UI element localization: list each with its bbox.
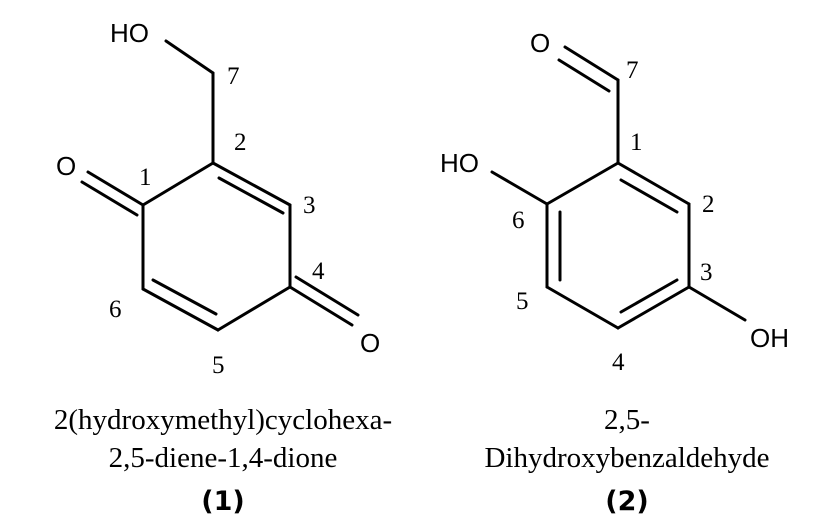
bond-c4-c5: [545, 285, 620, 330]
m1-name-line1: 2(hydroxymethyl)cyclohexa-: [54, 404, 392, 436]
bond-c7-o-double: [557, 58, 611, 93]
m2-atom-o-aldehyde: O: [530, 28, 550, 58]
m1-locant-6: 6: [109, 296, 122, 323]
m2-name-line1: 2,5-: [604, 404, 650, 436]
m1-id-label: (1): [201, 486, 244, 517]
bond-c2-c3-double: [217, 176, 285, 215]
bond-c6-c1: [545, 161, 620, 206]
bond-c4-o4: [288, 285, 354, 327]
m2-locant-1: 1: [630, 129, 643, 156]
molecule-1-structure: [80, 39, 360, 332]
bond-c7-o: [563, 45, 620, 82]
bond-c4-c5: [216, 285, 292, 332]
bond-c2-c3: [211, 161, 292, 207]
bond-c3-c4-double: [619, 278, 679, 314]
bond-c1-c2-double: [619, 178, 679, 214]
m2-name-line2: Dihydroxybenzaldehyde: [484, 442, 769, 474]
m1-atom-ho: HO: [110, 18, 149, 48]
bond-c3-c4: [616, 285, 691, 330]
m2-id-label: (2): [605, 486, 648, 517]
bond-c4-o4-double: [294, 275, 360, 317]
m2-locant-6: 6: [512, 207, 525, 234]
bond-c3-oh: [687, 285, 747, 322]
bond-c6-oh: [490, 170, 549, 206]
bond-c5-c6-double: [151, 278, 218, 316]
m1-name-line2: 2,5-diene-1,4-dione: [109, 442, 338, 474]
m1-locant-2: 2: [234, 129, 247, 156]
bond-c5-c6: [141, 287, 220, 332]
m1-locant-1: 1: [139, 164, 152, 191]
m2-locant-7: 7: [626, 57, 639, 84]
m2-atom-oh: OH: [750, 323, 789, 353]
m2-atom-ho: HO: [440, 148, 479, 178]
bond-c1-o1-double: [80, 180, 139, 217]
bond-c7-oh: [164, 39, 215, 75]
m1-locant-4: 4: [312, 258, 325, 285]
m2-locant-4: 4: [612, 349, 625, 376]
molecule-2-structure: [490, 45, 747, 330]
bond-c1-c2: [616, 161, 691, 206]
m1-locant-7: 7: [227, 63, 240, 90]
m1-locant-3: 3: [303, 192, 316, 219]
m1-locant-5: 5: [212, 352, 225, 379]
m1-atom-o4: O: [360, 328, 380, 358]
bond-c1-o1: [86, 170, 145, 207]
m1-atom-o1: O: [56, 151, 76, 181]
m2-locant-2: 2: [702, 191, 715, 218]
bond-c1-c2: [141, 161, 215, 207]
m2-locant-5: 5: [516, 288, 529, 315]
m2-locant-3: 3: [700, 259, 713, 286]
